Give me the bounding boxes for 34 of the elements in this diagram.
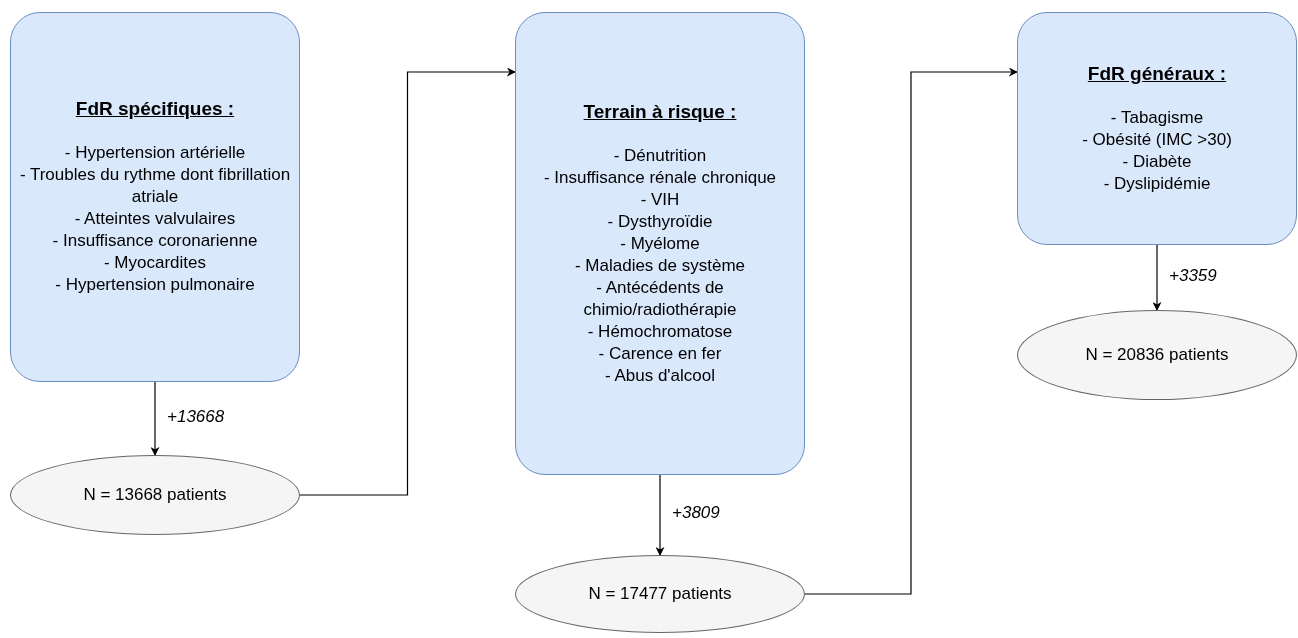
node-label: N = 17477 patients (588, 583, 732, 605)
rounded-box (10, 12, 300, 382)
list-item: - Dénutrition (613, 144, 707, 167)
list-item: - Insuffisance rénale chronique (543, 166, 777, 189)
node-label: N = 20836 patients (1085, 344, 1229, 366)
box-heading: FdR généraux : (1087, 62, 1227, 85)
arrow (1152, 244, 1162, 311)
list-item: - Troubles du rythme dont fibrillation atriale (18, 164, 292, 208)
list-item: - Maladies de système (574, 254, 746, 277)
arrow (655, 474, 665, 556)
list-item: - Tabagisme (1110, 106, 1204, 129)
list-item: - Myocardites (104, 252, 206, 274)
list-item: - Myélome (620, 232, 700, 255)
list-item: - Carence en fer (598, 342, 722, 365)
list-item: - Hypertension pulmonaire (55, 274, 255, 296)
list-item: - Dyslipidémie (1103, 172, 1211, 195)
box-heading: FdR spécifiques : (75, 98, 235, 120)
arrow (299, 67, 516, 496)
box-heading: Terrain à risque : (583, 100, 737, 123)
list-item: - Abus d'alcool (604, 364, 715, 387)
list-item: - Diabète (1122, 150, 1192, 173)
arrow (804, 67, 1018, 595)
list-item: - Hypertension artérielle (64, 142, 246, 164)
list-item: - Dysthyroïdie (607, 210, 713, 233)
arrow (150, 381, 160, 456)
list-item: - Insuffisance coronarienne (52, 230, 258, 252)
node-label: N = 13668 patients (83, 484, 227, 506)
rounded-box (515, 12, 805, 475)
list-item: - Antécédents de chimio/radiothérapie (582, 276, 738, 321)
list-item: - Hémochromatose (587, 320, 733, 343)
list-item: - Obésité (IMC >30) (1082, 128, 1232, 151)
rounded-box (1017, 12, 1297, 245)
list-item: - VIH (640, 188, 680, 211)
list-item: - Atteintes valvulaires (74, 208, 236, 230)
